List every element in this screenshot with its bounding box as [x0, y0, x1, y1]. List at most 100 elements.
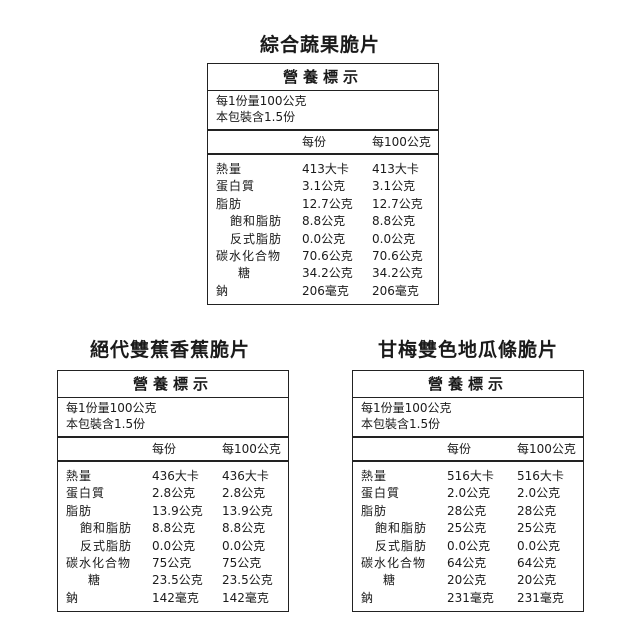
per-100g-value: 516大卡	[517, 469, 564, 483]
serving-info: 每1份量100公克本包裝含1.5份	[208, 91, 438, 131]
nutrient-label: 碳水化合物	[216, 248, 282, 263]
nutrient-label: 碳水化合物	[66, 555, 132, 570]
col-per-serving: 每份	[152, 442, 177, 456]
per-serving-value: 28公克	[447, 503, 487, 518]
nutrient-label: 糖	[88, 573, 102, 588]
per-100g-value: 23.5公克	[222, 573, 273, 588]
per-serving-value: 12.7公克	[302, 196, 353, 211]
per-serving-value: 436大卡	[152, 469, 199, 483]
per-100g-value: 8.8公克	[372, 214, 416, 229]
nutrient-label: 熱量	[216, 162, 243, 176]
nutrient-row: 鈉 206毫克 206毫克	[208, 283, 438, 300]
per-serving-value: 64公克	[447, 555, 487, 570]
nutrient-row: 蛋白質 2.8公克 2.8公克	[58, 485, 288, 502]
nutrient-label: 反式脂肪	[80, 538, 133, 553]
per-serving-value: 20公克	[447, 573, 487, 588]
nutrient-label: 鈉	[66, 590, 80, 605]
col-per-serving: 每份	[302, 135, 327, 149]
nutrient-label: 蛋白質	[66, 486, 106, 501]
per-100g-value: 2.8公克	[222, 486, 266, 501]
per-100g-value: 413大卡	[372, 162, 419, 176]
nutrient-label: 蛋白質	[216, 179, 256, 194]
servings-per-package: 本包裝含1.5份	[361, 417, 441, 431]
nutrient-label: 碳水化合物	[361, 555, 427, 570]
nutrient-row: 熱量 516大卡 516大卡	[353, 468, 583, 485]
nutrient-row: 飽和脂肪 8.8公克 8.8公克	[208, 213, 438, 230]
nutrient-label: 脂肪	[66, 503, 93, 518]
per-100g-value: 0.0公克	[517, 538, 561, 553]
nutrient-label: 熱量	[361, 469, 388, 483]
per-serving-value: 2.8公克	[152, 486, 196, 501]
nutrient-label: 飽和脂肪	[230, 214, 283, 229]
nutrient-label: 脂肪	[361, 503, 388, 518]
per-100g-value: 12.7公克	[372, 196, 423, 211]
nutrient-label: 鈉	[361, 590, 375, 605]
per-100g-value: 2.0公克	[517, 486, 561, 501]
per-100g-value: 142毫克	[222, 590, 269, 605]
per-serving-value: 8.8公克	[302, 214, 346, 229]
nutrient-label: 脂肪	[216, 196, 243, 211]
per-serving-value: 70.6公克	[302, 248, 353, 263]
nutrient-row: 糖 20公克 20公克	[353, 572, 583, 589]
per-serving-value: 8.8公克	[152, 521, 196, 536]
serving-size: 每1份量100公克	[66, 401, 157, 415]
per-100g-value: 0.0公克	[222, 538, 266, 553]
serving-size: 每1份量100公克	[216, 94, 307, 108]
serving-info: 每1份量100公克本包裝含1.5份	[58, 398, 288, 438]
panel-heading: 營養標示	[208, 64, 438, 91]
per-serving-value: 142毫克	[152, 590, 199, 605]
per-serving-value: 206毫克	[302, 283, 349, 298]
per-100g-value: 20公克	[517, 573, 557, 588]
nutrient-label: 鈉	[216, 283, 230, 298]
per-serving-value: 0.0公克	[152, 538, 196, 553]
nutrient-row: 反式脂肪 0.0公克 0.0公克	[58, 538, 288, 555]
nutrient-label: 糖	[383, 573, 397, 588]
per-serving-value: 516大卡	[447, 469, 494, 483]
per-serving-value: 231毫克	[447, 590, 494, 605]
per-100g-value: 3.1公克	[372, 179, 416, 194]
nutrient-label: 熱量	[66, 469, 93, 483]
nutrient-row: 鈉 231毫克 231毫克	[353, 590, 583, 607]
per-serving-value: 0.0公克	[302, 231, 346, 246]
per-100g-value: 70.6公克	[372, 248, 423, 263]
panel-heading: 營養標示	[353, 371, 583, 398]
nutrient-label: 飽和脂肪	[80, 521, 133, 536]
nutrient-label: 反式脂肪	[230, 231, 283, 246]
per-100g-value: 231毫克	[517, 590, 564, 605]
per-serving-value: 34.2公克	[302, 266, 353, 281]
per-serving-value: 13.9公克	[152, 503, 203, 518]
nutrient-label: 飽和脂肪	[375, 521, 428, 536]
col-per-100g: 每100公克	[517, 442, 576, 456]
product-title: 絕代雙蕉香蕉脆片	[89, 339, 250, 361]
col-per-100g: 每100公克	[222, 442, 281, 456]
nutrient-label: 蛋白質	[361, 486, 401, 501]
servings-per-package: 本包裝含1.5份	[216, 110, 296, 124]
column-header: 每份每100公克	[208, 131, 438, 155]
per-serving-value: 2.0公克	[447, 486, 491, 501]
per-100g-value: 8.8公克	[222, 521, 266, 536]
per-100g-value: 25公克	[517, 521, 557, 536]
per-serving-value: 25公克	[447, 521, 487, 536]
per-100g-value: 206毫克	[372, 283, 419, 298]
column-header: 每份 每100公克	[58, 438, 288, 462]
per-100g-value: 28公克	[517, 503, 557, 518]
product-title: 綜合蔬果脆片	[259, 34, 380, 56]
serving-size: 每1份量100公克	[361, 401, 452, 415]
nutrient-row: 脂肪 28公克 28公克	[353, 503, 583, 520]
nutrient-row: 飽和脂肪 8.8公克 8.8公克	[58, 520, 288, 537]
nutrient-row: 飽和脂肪 25公克 25公克	[353, 520, 583, 537]
serving-info: 每1份量100公克本包裝含1.5份	[353, 398, 583, 438]
per-serving-value: 75公克	[152, 555, 192, 570]
servings-per-package: 本包裝含1.5份	[66, 417, 146, 431]
